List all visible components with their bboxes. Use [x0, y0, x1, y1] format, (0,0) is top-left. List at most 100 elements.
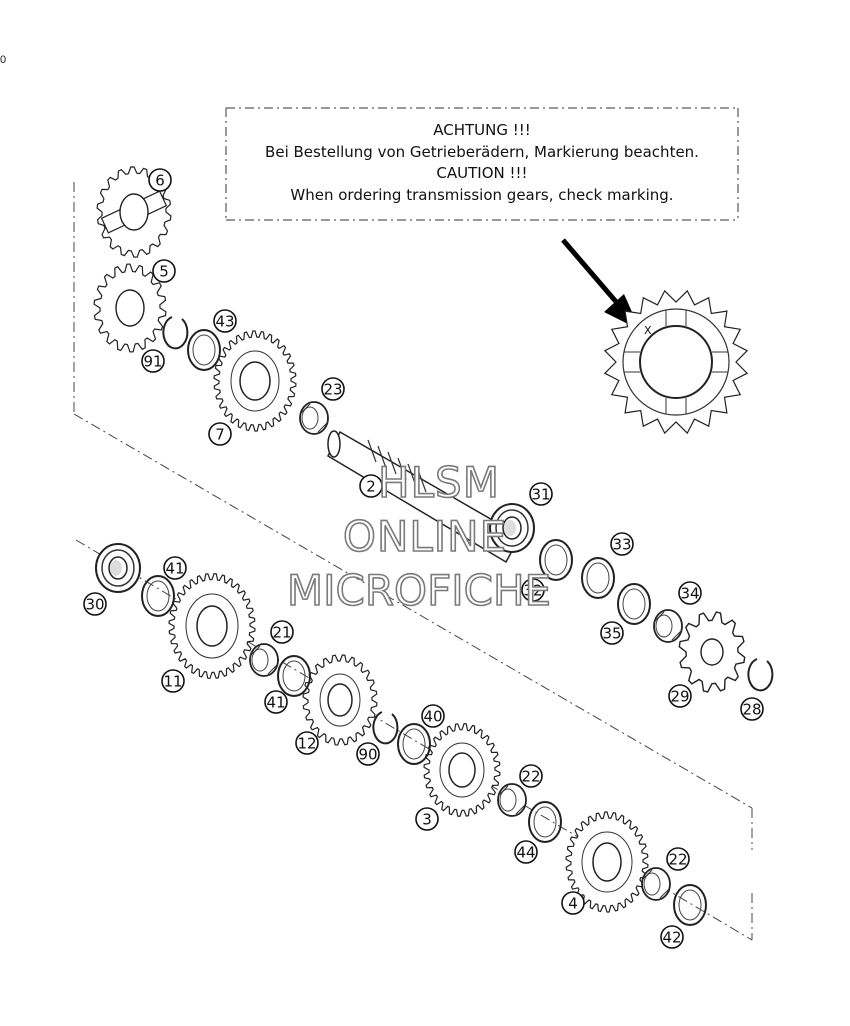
watermark-line-1: HLSM: [377, 457, 500, 508]
gear-part-12: [302, 654, 378, 746]
notice-line-3: CAUTION !!!: [436, 164, 528, 182]
part-callout: 90: [356, 742, 380, 766]
shaft-part: [327, 430, 522, 564]
callout-circle: [514, 840, 538, 864]
part-callout: 21: [270, 620, 294, 644]
callout-number: 41: [165, 560, 184, 578]
callout-circle: [678, 581, 702, 605]
callout-circle: [152, 259, 176, 283]
notice-line-1: ACHTUNG !!!: [433, 121, 531, 139]
ring-part-42: [673, 884, 707, 926]
marked-gear-detail: X: [603, 289, 749, 435]
callout-circle: [295, 731, 319, 755]
callout-number: 41: [266, 694, 285, 712]
callout-number: 12: [297, 735, 316, 753]
callout-number: 33: [612, 536, 631, 554]
notice-box: ACHTUNG !!! Bei Bestellung von Getrieber…: [226, 108, 738, 220]
gear-part-5: [93, 263, 167, 353]
callout-number: 30: [85, 596, 104, 614]
part-callout: 2: [359, 474, 383, 498]
gear-part-6: [96, 166, 172, 258]
part-callout: 32: [521, 578, 545, 602]
callout-number: 32: [523, 582, 542, 600]
callout-circle: [141, 349, 165, 373]
callout-circle: [321, 377, 345, 401]
callout-circle: [561, 891, 585, 915]
callout-number: 7: [215, 426, 225, 444]
part-callout: 4: [561, 891, 585, 915]
callout-number: 11: [163, 673, 182, 691]
callout-number: 5: [159, 263, 169, 281]
clip-part-91: [162, 316, 189, 350]
notice-line-2: Bei Bestellung von Getrieberädern, Marki…: [265, 142, 699, 161]
sprocket-part-29: [678, 611, 746, 693]
marking-glyph: X: [644, 324, 652, 337]
gear-part-7: [213, 330, 297, 432]
part-callout: 22: [666, 847, 690, 871]
part-callout: 34: [678, 581, 702, 605]
bush-part-23: [299, 401, 329, 435]
callout-number: 42: [662, 929, 681, 947]
part-callout: 28: [740, 697, 764, 721]
bush-part-22a: [497, 783, 527, 817]
ring-part-41b: [277, 655, 311, 697]
part-callout: 11: [161, 669, 185, 693]
callout-number: 6: [155, 172, 165, 190]
callout-number: 28: [742, 701, 761, 719]
callout-number: 22: [668, 851, 687, 869]
callout-circle: [740, 697, 764, 721]
callout-number: 22: [521, 768, 540, 786]
bush-part-22b: [641, 867, 671, 901]
part-callout: 41: [163, 556, 187, 580]
callout-circle: [359, 474, 383, 498]
callout-circle: [600, 621, 624, 645]
part-callout: 44: [514, 840, 538, 864]
callout-circle: [270, 620, 294, 644]
part-callout: 41: [264, 690, 288, 714]
callout-number: 90: [358, 746, 377, 764]
callout-number: 43: [215, 313, 234, 331]
bush-part-21: [249, 643, 279, 677]
callout-number: 2: [366, 478, 376, 496]
callout-number: 4: [568, 895, 578, 913]
callout-circle: [264, 690, 288, 714]
callout-number: 44: [516, 844, 535, 862]
part-callout: 12: [295, 731, 319, 755]
part-callout: 29: [668, 684, 692, 708]
part-callout: 42: [660, 925, 684, 949]
callout-circle: [529, 482, 553, 506]
notice-line-4: When ordering transmission gears, check …: [290, 185, 674, 204]
callout-circle: [421, 704, 445, 728]
gear-part-4: [565, 811, 649, 913]
part-callout: 30: [83, 592, 107, 616]
callout-circle: [213, 309, 237, 333]
part-callout: 6: [148, 168, 172, 192]
callout-number: 35: [602, 625, 621, 643]
callout-circle: [610, 532, 634, 556]
ring-part-40: [397, 723, 431, 765]
callout-circle: [163, 556, 187, 580]
part-callout: 3: [415, 807, 439, 831]
callout-number: 31: [531, 486, 550, 504]
notice-frame: [225, 107, 739, 221]
part-callout: 91: [141, 349, 165, 373]
callout-circle: [208, 422, 232, 446]
callout-number: 29: [670, 688, 689, 706]
ring-part-43: [187, 329, 221, 371]
callout-circle: [161, 669, 185, 693]
callout-number: 40: [423, 708, 442, 726]
part-callout: 5: [152, 259, 176, 283]
gear-part-3: [423, 723, 501, 817]
callout-circle: [660, 925, 684, 949]
callout-circle: [519, 764, 543, 788]
part-callout: 43: [213, 309, 237, 333]
part-callout: 40: [421, 704, 445, 728]
part-callout: 23: [321, 377, 345, 401]
part-callout: 7: [208, 422, 232, 446]
callout-number: 34: [680, 585, 699, 603]
callout-circle: [666, 847, 690, 871]
part-callout: 22: [519, 764, 543, 788]
part-callout: 33: [610, 532, 634, 556]
